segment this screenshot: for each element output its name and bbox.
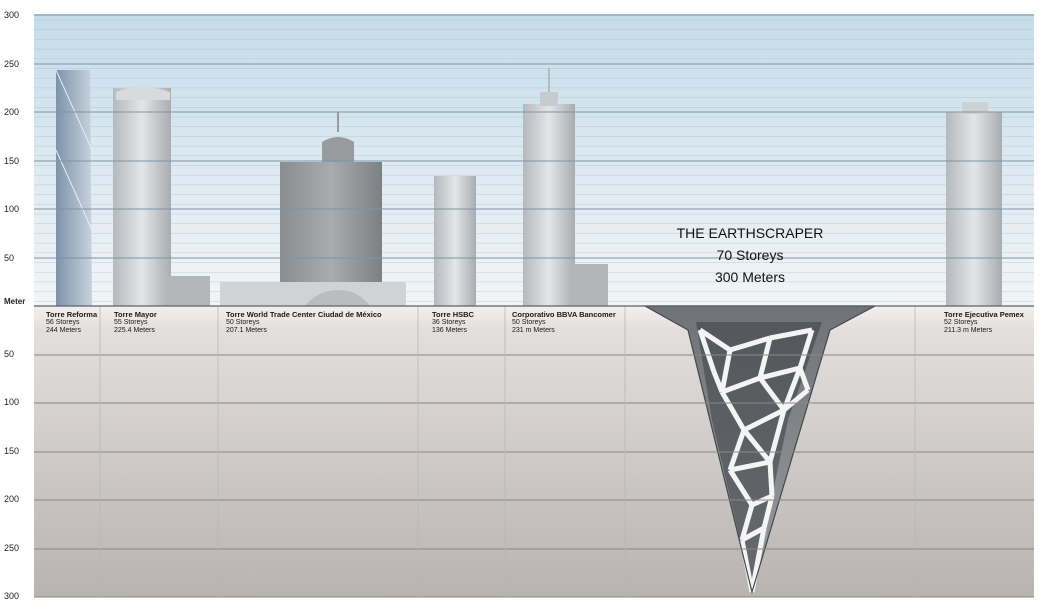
earthscraper-storeys: 70 Storeys bbox=[716, 247, 784, 263]
building-name: Torre World Trade Center Ciudad de Méxic… bbox=[226, 310, 382, 319]
tick-label-below: 100 bbox=[4, 397, 20, 407]
building-name: Torre HSBC bbox=[432, 310, 474, 319]
column-dividers bbox=[99, 306, 916, 597]
building-torre-mayor bbox=[113, 87, 210, 306]
axis-unit-label: Meter bbox=[4, 297, 26, 306]
caption-torre-hsbc: Torre HSBC 36 Storeys 136 Meters bbox=[432, 311, 474, 335]
tick-label-above: 250 bbox=[4, 59, 20, 69]
caption-corporativo-bbva: Corporativo BBVA Bancomer 50 Storeys 231… bbox=[512, 311, 616, 335]
building-name: Torre Ejecutiva Pemex bbox=[944, 310, 1024, 319]
tick-label-above: 150 bbox=[4, 156, 20, 166]
tick-label-above: 300 bbox=[4, 10, 20, 20]
building-storeys: 36 Storeys bbox=[432, 319, 466, 326]
building-name: Torre Mayor bbox=[114, 310, 157, 319]
caption-torre-reforma: Torre Reforma 56 Storeys 244 Meters bbox=[46, 311, 97, 335]
caption-torre-mayor: Torre Mayor 55 Storeys 225.4 Meters bbox=[114, 311, 157, 335]
building-height: 136 Meters bbox=[432, 327, 468, 334]
building-storeys: 52 Storeys bbox=[944, 319, 978, 326]
building-storeys: 56 Storeys bbox=[46, 319, 80, 326]
building-corporativo-bbva bbox=[523, 68, 608, 306]
tick-label-above: 100 bbox=[4, 204, 20, 214]
building-torre-hsbc bbox=[434, 176, 476, 306]
caption-torre-pemex: Torre Ejecutiva Pemex 52 Storeys 211.3 m… bbox=[944, 311, 1024, 335]
tick-label-below: 250 bbox=[4, 543, 20, 553]
caption-torre-wtc: Torre World Trade Center Ciudad de Méxic… bbox=[226, 311, 382, 335]
building-storeys: 55 Storeys bbox=[114, 319, 148, 326]
building-torre-wtc bbox=[220, 112, 406, 306]
building-torre-pemex bbox=[946, 102, 1002, 306]
tick-label-below: 300 bbox=[4, 591, 20, 601]
earthscraper-caption: THE EARTHSCRAPER 70 Storeys 300 Meters bbox=[650, 222, 850, 288]
building-storeys: 50 Storeys bbox=[512, 319, 546, 326]
building-height: 244 Meters bbox=[46, 327, 82, 334]
building-height: 211.3 m Meters bbox=[944, 327, 993, 334]
tick-label-below: 200 bbox=[4, 494, 20, 504]
earthscraper-title: THE EARTHSCRAPER bbox=[676, 225, 824, 241]
tick-label-below: 50 bbox=[4, 349, 15, 359]
building-storeys: 50 Storeys bbox=[226, 319, 260, 326]
building-height: 231 m Meters bbox=[512, 327, 555, 334]
tick-label-below: 150 bbox=[4, 446, 20, 456]
underground-area bbox=[34, 306, 1034, 597]
building-name: Corporativo BBVA Bancomer bbox=[512, 310, 616, 319]
earthscraper-structure bbox=[642, 305, 876, 595]
building-torre-reforma bbox=[55, 69, 93, 306]
earthscraper-depth: 300 Meters bbox=[714, 269, 786, 285]
tick-label-above: 50 bbox=[4, 253, 15, 263]
tick-label-above: 200 bbox=[4, 107, 20, 117]
building-height: 207.1 Meters bbox=[226, 327, 267, 334]
building-height: 225.4 Meters bbox=[114, 327, 155, 334]
building-name: Torre Reforma bbox=[46, 310, 98, 319]
major-gridlines bbox=[34, 14, 1034, 598]
